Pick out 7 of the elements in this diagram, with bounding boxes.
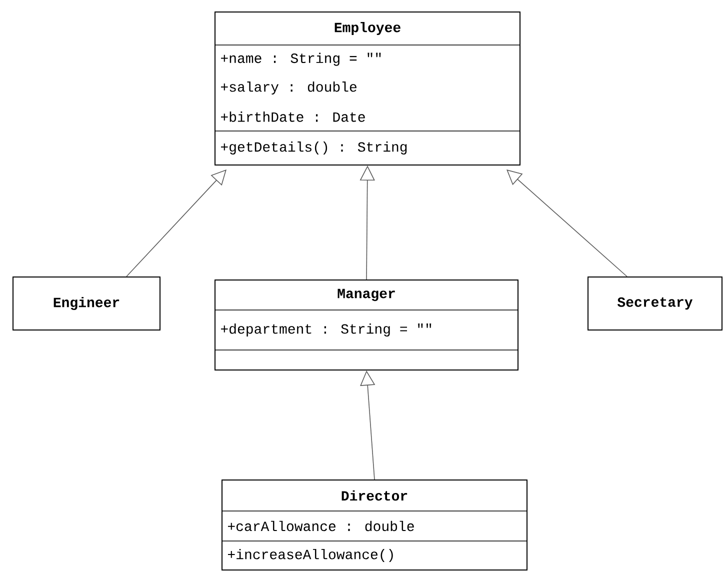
class-box: Manager +department : String = "" (214, 280, 518, 370)
inheritance-arrow (126, 170, 226, 277)
class-box: Engineer (12, 276, 160, 330)
class-box: Employee +name : String = "" +salary : double +birthDate : Date +getDetails() : String (214, 12, 520, 166)
class-box: Secretary (588, 276, 722, 330)
inheritance-arrow (506, 170, 628, 277)
class-box: Director +carAllowance : double +increaseAllowance() (222, 480, 528, 570)
